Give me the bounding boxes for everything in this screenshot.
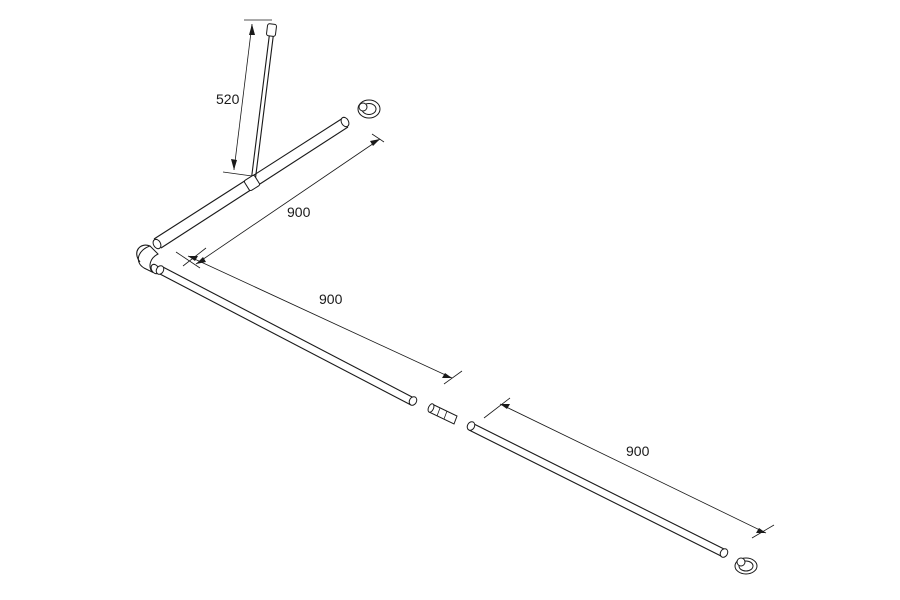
upper-rail: [152, 116, 350, 250]
rail-joint-connector: [427, 403, 458, 425]
lower-rail: [466, 421, 729, 558]
hanger-clamp: [243, 174, 261, 192]
lower-wall-flange: [734, 557, 758, 575]
corner-elbow: [136, 244, 160, 275]
hanger-height-label: 520: [216, 91, 240, 107]
hanger-top-cap: [266, 23, 277, 37]
middle-rail-dimension: [182, 247, 463, 385]
upper-rail-dimension: [175, 133, 385, 269]
hanger-height-dimension: [222, 19, 272, 177]
upper-wall-flange: [357, 99, 381, 119]
upper-rail-length-label: 900: [287, 204, 311, 220]
middle-rail: [155, 265, 418, 406]
middle-rail-length-label: 900: [319, 291, 343, 307]
ceiling-hanger-rod: [250, 23, 277, 183]
lower-rail-dimension: [483, 397, 775, 539]
lower-rail-length-label: 900: [626, 443, 650, 459]
